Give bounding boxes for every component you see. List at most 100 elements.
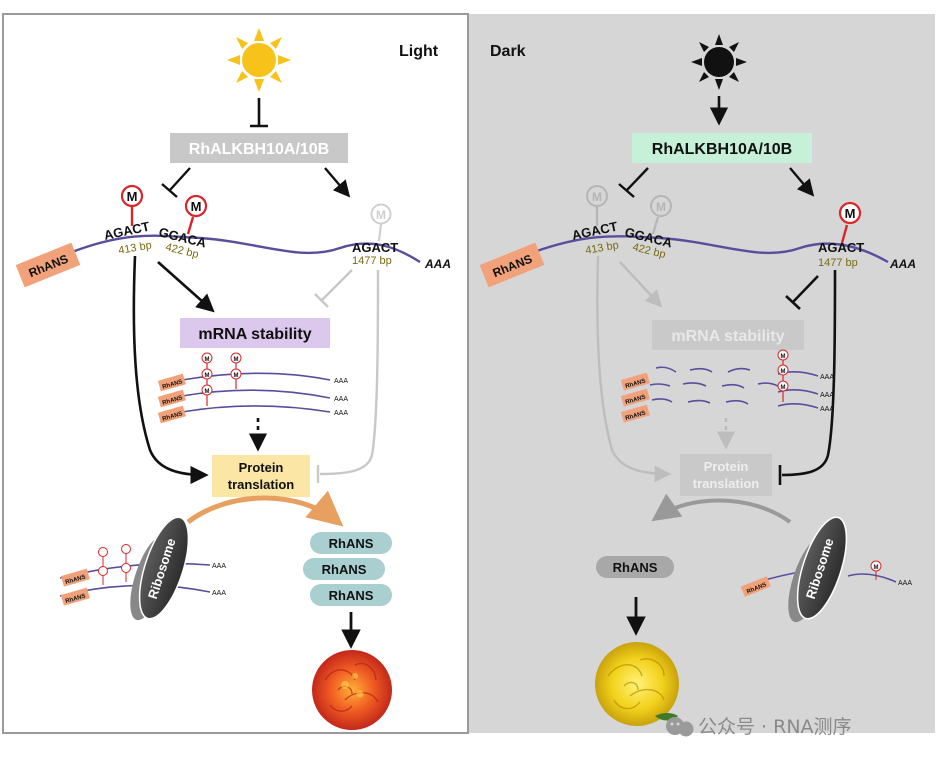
dark-inhibit-stability-bar (785, 295, 801, 310)
translation-label-1-dark: Protein (704, 459, 749, 474)
enzyme-box-dark (632, 133, 812, 163)
arrow-to-translation-light (132, 255, 209, 485)
red-rose-image (312, 650, 392, 730)
m6a-mark-2-dark: M (650, 195, 672, 235)
polya-dark: AAA (889, 257, 916, 271)
svg-text:M: M (205, 357, 210, 363)
mrna-strand-dark (533, 235, 889, 264)
translation-box-light (212, 455, 310, 497)
motif-1-pos-dark: 413 bp (584, 239, 619, 257)
m6a-mark-2-light: M (184, 194, 208, 235)
stability-label-dark: mRNA stability (671, 328, 784, 345)
svg-text:M: M (781, 385, 786, 391)
svg-text:RhANS: RhANS (162, 379, 184, 390)
grey-arc-arrow (651, 493, 792, 524)
grey-arrow-to-translation-dark (596, 255, 672, 483)
m6a-mark-3-light: M (370, 203, 392, 242)
svg-text:M: M (874, 565, 879, 571)
degraded-mrna-genes: RhANS RhANS RhANS AAA AAA AAA M M M (620, 349, 834, 423)
svg-text:M: M (781, 369, 786, 375)
inhibit-stability-grey-bar (314, 293, 329, 308)
svg-text:M: M (781, 354, 786, 360)
protein-pill-1 (310, 532, 392, 554)
enzyme-arrow-right (324, 167, 351, 198)
protein-pill-3 (310, 584, 392, 606)
m6a-mark-1-dark: M (586, 185, 608, 226)
svg-text:AAA: AAA (820, 392, 834, 399)
svg-text:AAA: AAA (334, 396, 348, 403)
enzyme-inhibit-left-line (169, 167, 191, 191)
orange-arc-arrow (186, 490, 344, 527)
enzyme-inhibit-left-bar (161, 183, 178, 198)
protein-label-3: RhANS (329, 588, 374, 603)
motif-3-pos-light: 1477 bp (352, 255, 392, 267)
dark-label: Dark (490, 43, 526, 60)
svg-text:M: M (205, 389, 210, 395)
protein-pill-2 (303, 558, 385, 580)
ribosome-light: RhANS RhANS AAA AAA Ribosome (59, 516, 226, 621)
svg-text:AAA: AAA (820, 374, 834, 381)
svg-text:RhANS: RhANS (65, 574, 87, 585)
svg-text:AAA: AAA (212, 563, 226, 570)
svg-text:RhANS: RhANS (162, 395, 184, 406)
dark-inhibit-stability-line (792, 275, 819, 303)
degraded-mrna-group (649, 366, 819, 409)
motif-1-pos-light: 413 bp (117, 239, 152, 257)
protein-label-dark: RhANS (613, 560, 658, 575)
enzyme-label-dark: RhALKBH10A/10B (652, 141, 792, 158)
yellow-rose-image (595, 642, 679, 726)
dark-enzyme-inhibit-bar (618, 183, 635, 198)
translation-label-2-light: translation (228, 477, 295, 492)
svg-text:AAA: AAA (898, 580, 912, 587)
inhibit-stability-grey-line (321, 269, 353, 301)
svg-text:RhANS: RhANS (625, 410, 647, 421)
dark-enzyme-inhibit-line (626, 167, 649, 191)
translation-box-dark (680, 454, 772, 496)
stability-box-dark (652, 320, 804, 350)
stability-box-light (180, 318, 330, 348)
svg-text:RhANS: RhANS (625, 378, 647, 389)
m6a-mark-1-light: M (120, 184, 144, 226)
svg-text:M: M (191, 199, 202, 214)
svg-text:M: M (592, 190, 602, 204)
svg-text:AAA: AAA (334, 410, 348, 417)
grey-arrow-to-stability-dark (619, 261, 663, 308)
svg-text:AAA: AAA (820, 406, 834, 413)
svg-text:M: M (234, 357, 239, 363)
motif-3-dark: AGACT (818, 240, 864, 255)
motif-3-light: AGACT (352, 240, 398, 255)
sun-icon (227, 28, 291, 92)
light-label: Light (399, 43, 439, 60)
svg-text:M: M (845, 206, 856, 221)
watermark: 公众号 · RNA测序 (666, 716, 852, 738)
translation-label-2-dark: translation (693, 476, 760, 491)
stability-label-light: mRNA stability (198, 326, 311, 343)
protein-pill-dark (596, 556, 674, 578)
polya-light: AAA (424, 257, 451, 271)
svg-text:M: M (376, 208, 386, 222)
ribosome-dark: RhANS M AAA Ribosome (740, 516, 912, 623)
watermark-text: 公众号 · RNA测序 (698, 716, 852, 738)
svg-text:M: M (205, 373, 210, 379)
svg-text:RhANS: RhANS (625, 394, 647, 405)
gene-box-dark: RhANS (479, 242, 545, 288)
mrna-strand-light (71, 234, 421, 264)
dark-panel (469, 14, 935, 733)
translation-label-1-light: Protein (239, 460, 284, 475)
enzyme-label-light: RhALKBH10A/10B (189, 141, 329, 158)
dark-sun-icon (691, 34, 747, 90)
svg-text:RhANS: RhANS (65, 593, 87, 604)
svg-text:AAA: AAA (212, 590, 226, 597)
stable-mrna-group: RhANS RhANS RhANS AAA AAA AAA M M M M M (157, 352, 348, 424)
dark-enzyme-arrow-right (789, 167, 815, 197)
m6a-mark-3-dark: M (838, 201, 862, 244)
svg-text:M: M (656, 200, 666, 214)
arrow-to-stability-light (157, 261, 215, 313)
dark-inhibit-translation-line (781, 269, 837, 477)
motif-3-pos-dark: 1477 bp (818, 257, 858, 269)
grey-inhibit-translation-line (319, 269, 380, 476)
enzyme-box-light (170, 133, 348, 163)
protein-label-2: RhANS (322, 562, 367, 577)
